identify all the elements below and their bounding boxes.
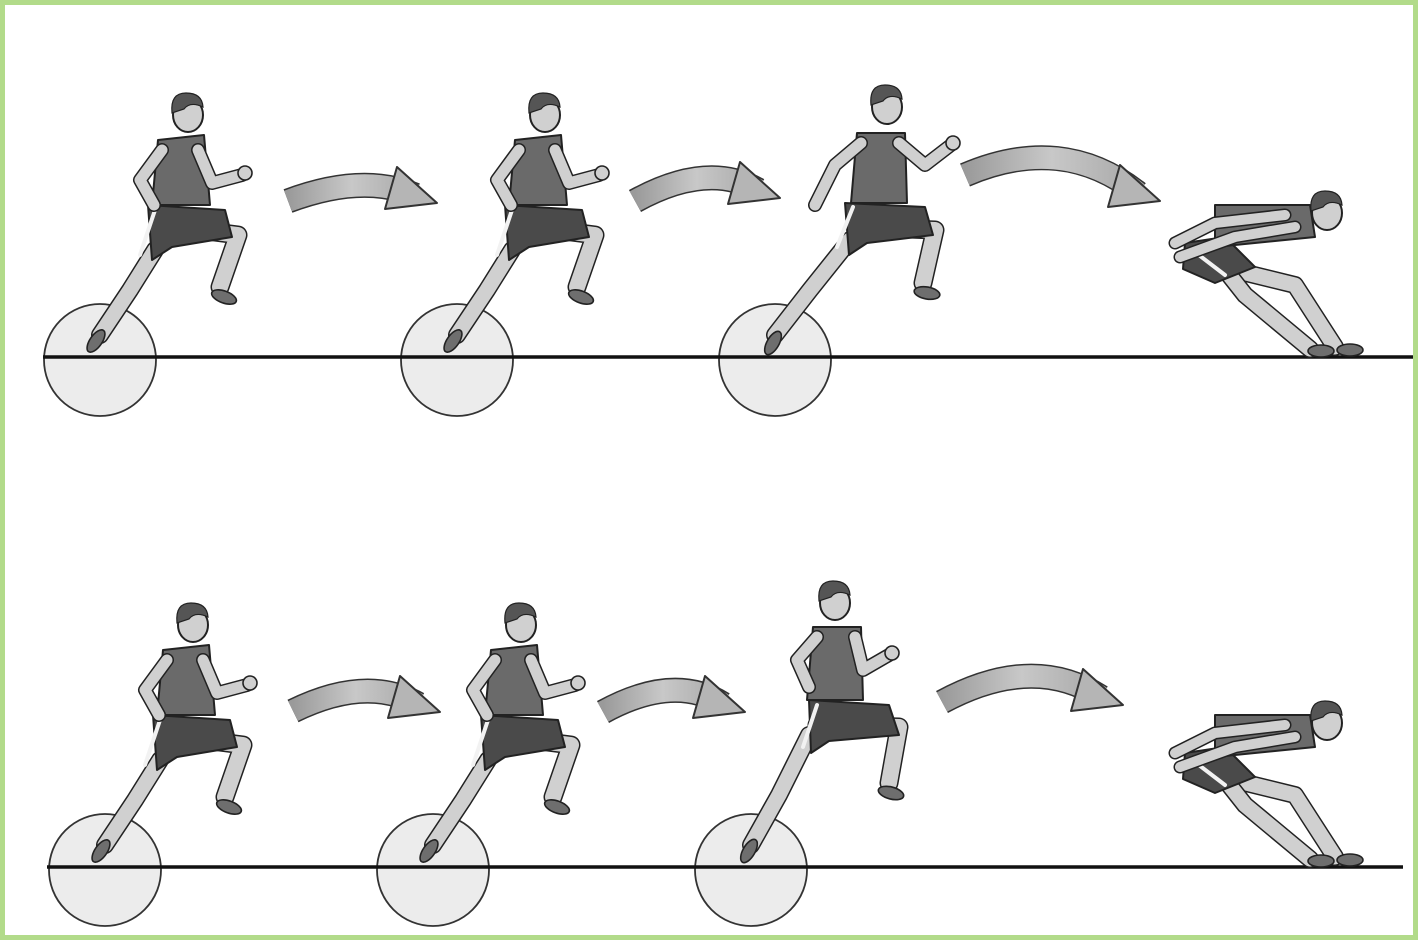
- row-bottom-runner-2-front-shoe: [543, 797, 572, 817]
- row-top-runner-3: [761, 85, 960, 357]
- row-top-runner-3-shorts: [845, 203, 933, 255]
- row-top-runner-2-front-arm: [555, 150, 599, 183]
- sprint-finish-illustration: [5, 5, 1413, 935]
- row-top-runner-1-shorts: [148, 205, 232, 260]
- row-bottom-runner-1-front-shoe: [215, 797, 244, 817]
- row-bottom-runner-3-shorts: [809, 700, 899, 753]
- row-top-runner-1: [84, 93, 252, 355]
- row-top-runner-2-fist: [595, 166, 609, 180]
- row-top-runner-3-front-shoe: [913, 285, 941, 301]
- row-bottom-runner-4: [1175, 701, 1363, 867]
- row-top-curved-arrow-icon-3: [965, 158, 1160, 207]
- row-top-runner-4-back-shoe: [1337, 344, 1363, 356]
- row-bottom-runner-3: [737, 581, 905, 865]
- row-bottom-runner-1-fist: [243, 676, 257, 690]
- row-top-curved-arrow-icon-2: [635, 162, 780, 204]
- row-bottom-curved-arrow-icon-3: [942, 669, 1123, 711]
- row-bottom-runner-1-front-arm: [203, 660, 247, 693]
- row-bottom-curved-arrow-icon-2: [603, 676, 745, 718]
- row-top-runner-1-front-arm: [198, 150, 242, 183]
- row-bottom-runner-2-fist: [571, 676, 585, 690]
- row-top-runner-1-front-shoe: [210, 287, 239, 307]
- row-bottom-runner-1: [89, 603, 257, 865]
- row-top-runner-4: [1175, 191, 1363, 357]
- row-bottom-runner-3-front-shoe: [877, 784, 905, 802]
- row-bottom-runner-4-front-shoe: [1308, 855, 1334, 867]
- row-top-runner-2-shorts: [505, 205, 589, 260]
- row-bottom-runner-4-back-shoe: [1337, 854, 1363, 866]
- row-top-runner-2: [441, 93, 609, 355]
- row-top-curved-arrow-icon-1-head: [385, 167, 437, 209]
- row-bottom-runner-1-shorts: [153, 715, 237, 770]
- row-top-curved-arrow-icon-1: [288, 167, 437, 209]
- row-top-runner-4-front-shoe: [1308, 345, 1334, 357]
- row-bottom-runner-2: [417, 603, 585, 865]
- row-bottom-curved-arrow-icon-1: [293, 676, 440, 718]
- row-bottom-runner-3-fist: [885, 646, 899, 660]
- row-top-runner-3-fist: [946, 136, 960, 150]
- row-bottom-runner-2-front-arm: [531, 660, 575, 693]
- row-bottom-runner-2-shorts: [481, 715, 565, 770]
- row-top-runner-1-fist: [238, 166, 252, 180]
- row-top-runner-2-front-shoe: [567, 287, 596, 307]
